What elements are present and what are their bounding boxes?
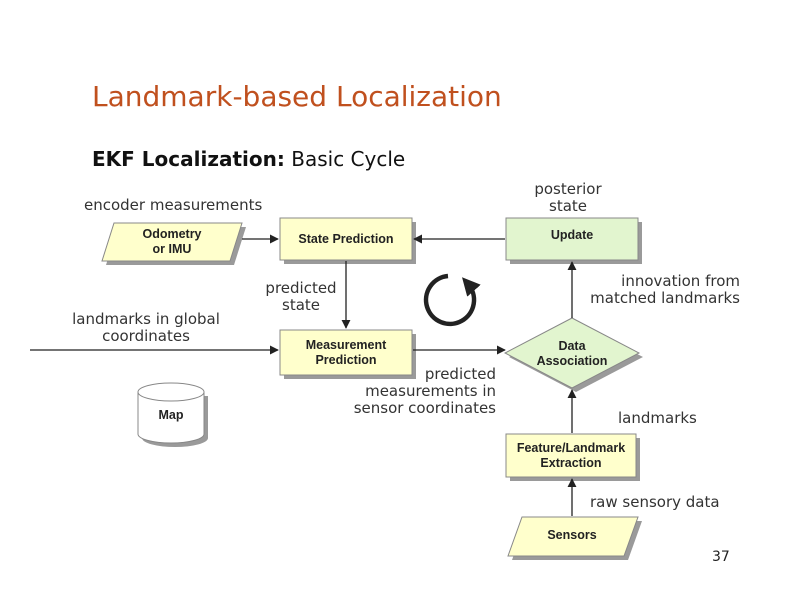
landmarks-global-label: landmarks in global coordinates [72, 310, 220, 345]
state-prediction-label: State Prediction [298, 231, 394, 246]
data-association-node [503, 317, 643, 392]
page-number: 37 [712, 549, 730, 565]
feature-extraction-label: Feature/Landmark Extraction [516, 440, 626, 470]
posterior-state-label: posterior state [534, 180, 602, 215]
slide-title: Landmark-based Localization [92, 80, 502, 113]
state-prediction-node [279, 217, 416, 264]
sensors-label: Sensors [547, 528, 597, 542]
landmarks-label: landmarks [618, 409, 697, 427]
odometry-node [101, 222, 246, 265]
predicted-state-label: predicted state [265, 279, 337, 314]
data-association-label: Data Association [536, 338, 608, 368]
raw-sensory-data-label: raw sensory data [590, 493, 720, 511]
cycle-icon [423, 273, 481, 327]
subtitle-rest: Basic Cycle [291, 147, 406, 171]
map-label: Map [158, 407, 184, 422]
odometry-label: Odometry or IMU [142, 227, 202, 256]
update-label: Update [550, 227, 594, 242]
update-node [505, 217, 642, 264]
measurement-prediction-label: Measurement Prediction [305, 337, 387, 367]
map-node [137, 382, 208, 447]
innovation-label: innovation from matched landmarks [590, 272, 740, 307]
measurement-prediction-node [279, 329, 416, 379]
feature-extraction-node [505, 433, 640, 481]
subtitle-bold: EKF Localization: [92, 147, 285, 171]
sensors-node [507, 516, 642, 560]
slide-subtitle: EKF Localization: Basic Cycle [92, 147, 405, 171]
predicted-measurements-label: predicted measurements in sensor coordin… [353, 365, 496, 417]
encoder-measurements-label: encoder measurements [84, 196, 263, 214]
